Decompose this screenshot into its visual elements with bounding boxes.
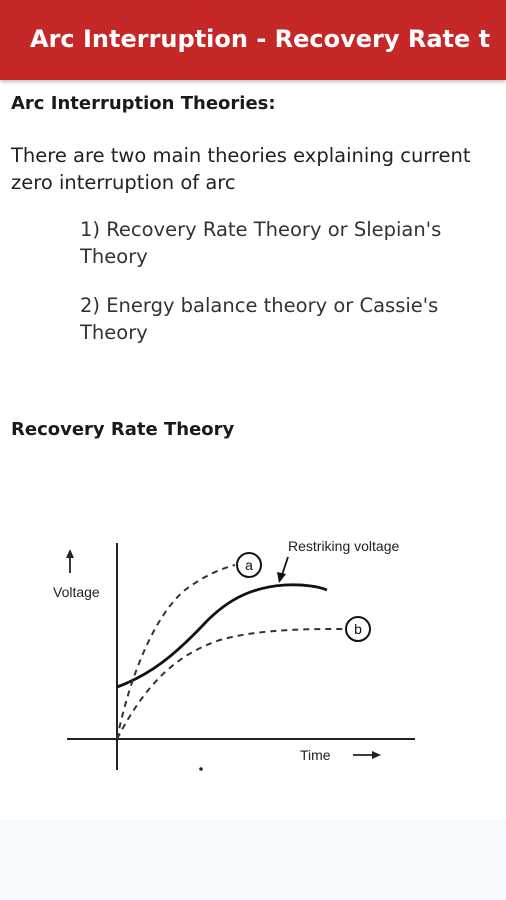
bottom-area: [0, 820, 506, 900]
curve-b-marker: [345, 616, 371, 642]
recovery-rate-diagram: Voltage Time a b Restriking voltage: [53, 538, 415, 771]
voltage-arrow-icon: [66, 549, 74, 558]
curve-b: [116, 628, 346, 740]
restriking-voltage-label: Restriking voltage: [288, 538, 399, 554]
restriking-pointer-icon: [277, 572, 286, 583]
voltage-label: Voltage: [53, 584, 100, 600]
heading-arc-interruption-theories: Arc Interruption Theories:: [11, 93, 276, 114]
restriking-voltage-curve: [116, 583, 328, 689]
app-title: Arc Interruption - Recovery Rate th...: [30, 25, 490, 53]
theory-item-2: 2) Energy balance theory or Cassie's The…: [80, 294, 439, 344]
time-label: Time: [300, 747, 331, 763]
curve-a: [116, 564, 236, 740]
curve-b-label: b: [354, 621, 362, 637]
intro-paragraph: There are two main theories explaining c…: [11, 144, 471, 194]
heading-recovery-rate-theory: Recovery Rate Theory: [11, 419, 235, 440]
curve-a-marker: [236, 552, 262, 578]
curve-a-label: a: [245, 557, 253, 573]
time-arrow-icon: [372, 751, 381, 759]
theory-item-1: 1) Recovery Rate Theory or Slepian's The…: [80, 218, 442, 268]
app-bar: Arc Interruption - Recovery Rate th...: [0, 0, 506, 80]
